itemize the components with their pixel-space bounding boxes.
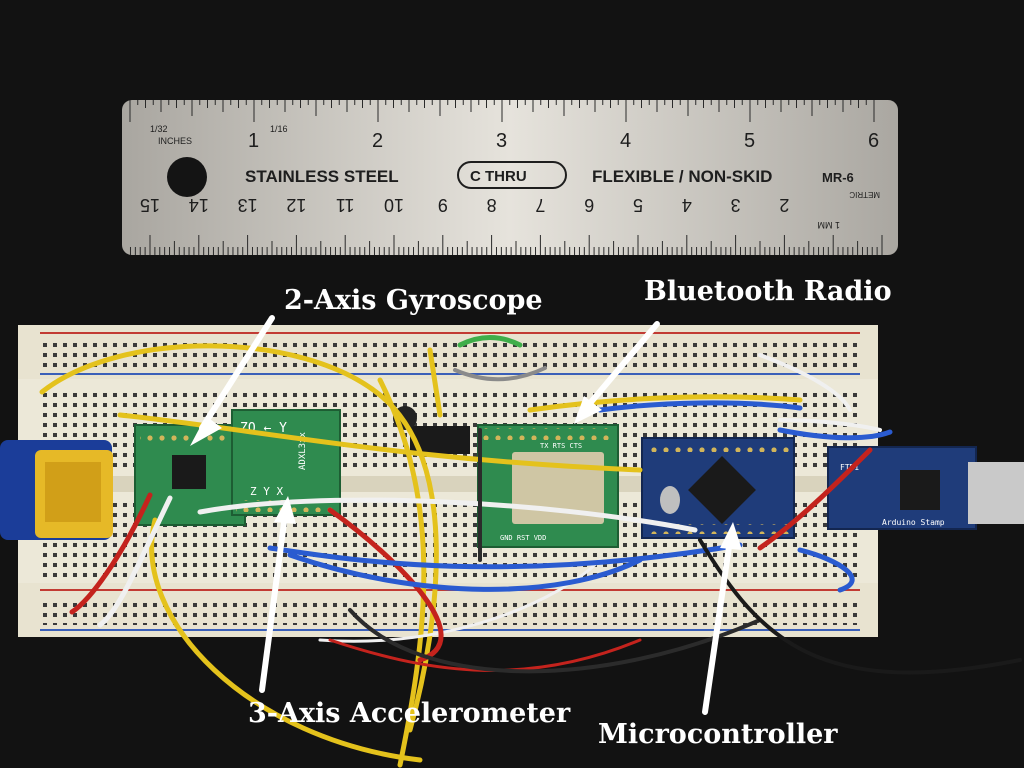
ruler-hole (167, 157, 207, 197)
ruler-cm-number: 14 (189, 195, 209, 215)
ruler-cm-number: 8 (487, 195, 497, 215)
ruler-inch-number: 6 (868, 130, 879, 152)
gyroscope-board (134, 424, 246, 526)
bluetooth-board: TX RTS CTS GND RST VDD (477, 424, 619, 548)
strap-clip (0, 440, 113, 540)
accel-axes: Z Y X (250, 485, 283, 498)
ruler-cm-number: 5 (633, 195, 643, 215)
ruler-metric-label: METRIC (849, 190, 880, 199)
ruler-inch-number: 5 (744, 130, 755, 152)
ruler-mm-label: 1 MM (818, 220, 841, 230)
wires (39, 335, 1022, 768)
ruler-cm-number: 13 (238, 195, 258, 215)
ruler-model: MR-6 (822, 170, 854, 185)
accel-silk: ADXL3xx (298, 431, 308, 470)
label-bluetooth: Bluetooth Radio (644, 276, 892, 307)
arrow-gyroscope (190, 315, 275, 446)
ruler-cm-number: 12 (286, 195, 306, 215)
usb-adapter-board: Arduino Stamp FTDI (827, 446, 1024, 530)
ruler-fraction-32: 1/32 (150, 124, 168, 134)
arrow-microcontroller (702, 522, 742, 715)
ruler-cm-number: 7 (535, 195, 545, 215)
ruler-cm-number: 2 (779, 195, 789, 215)
microcontroller-board (641, 437, 795, 539)
ruler-inches-label: INCHES (158, 136, 192, 146)
usb-silk: Arduino Stamp (882, 518, 945, 527)
ruler-inch-number: 4 (620, 130, 631, 152)
ruler-cm-number: 9 (438, 195, 448, 215)
ruler-cm-number: 3 (731, 195, 741, 215)
ruler-inch-number: 2 (372, 130, 383, 152)
ruler-cm-number: 6 (584, 195, 594, 215)
ruler-brand-right: FLEXIBLE / NON-SKID (592, 167, 772, 186)
ruler-cm-number: 10 (384, 195, 404, 215)
ruler-brand-left: STAINLESS STEEL (245, 167, 399, 186)
ruler-cm-number: 15 (140, 195, 160, 215)
bt-pins: GND RST VDD (500, 534, 546, 542)
label-microcontroller: Microcontroller (598, 719, 838, 750)
ruler-inch-numbers: 1 2 3 4 5 6 (248, 130, 879, 152)
ruler-inch-number: 3 (496, 130, 507, 152)
ruler-logo: C THRU (457, 161, 567, 189)
bt-silk: TX RTS CTS (540, 442, 582, 450)
ruler-logo-text: C THRU (470, 168, 527, 185)
ruler-cm-number: 11 (336, 195, 355, 215)
ruler-fraction-16: 1/16 (270, 124, 288, 134)
accelerometer-board: ZO ← Y ADXL3xx Z Y X (231, 409, 341, 516)
label-accelerometer: 3-Axis Accelerometer (248, 698, 571, 729)
ruler-cm-number: 4 (682, 195, 692, 215)
ruler-inch-number: 1 (248, 130, 259, 152)
arrow-bluetooth (574, 321, 660, 424)
label-gyroscope: 2-Axis Gyroscope (284, 285, 543, 316)
annotation-arrows (190, 315, 742, 715)
arrow-accelerometer (259, 496, 296, 693)
ruler-cm-numbers: 15 14 13 12 11 10 9 8 7 6 5 4 3 2 (140, 195, 789, 215)
